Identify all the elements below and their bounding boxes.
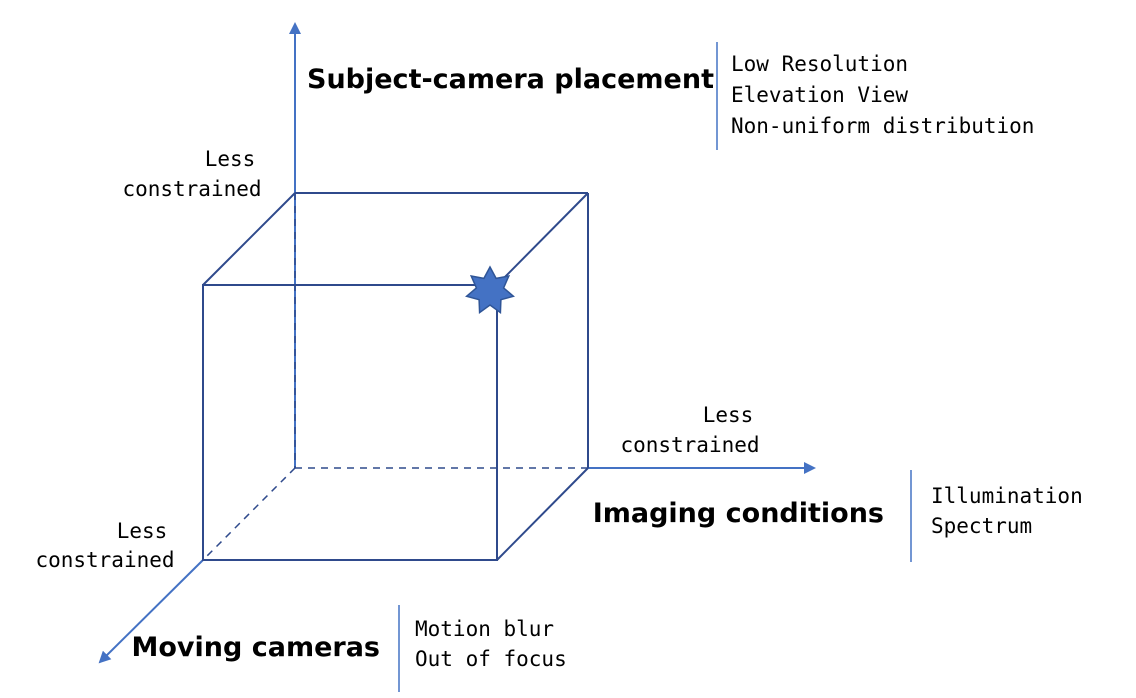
depth-factor-2: Out of focus bbox=[415, 647, 567, 671]
vertical-axis-title: Subject-camera placement bbox=[307, 64, 714, 95]
vertical-factor-2: Elevation View bbox=[731, 83, 908, 107]
horizontal-factor-1: Illumination bbox=[931, 484, 1083, 508]
vertical-factor-3: Non-uniform distribution bbox=[731, 114, 1034, 138]
depth-axis-less-label: Less bbox=[117, 519, 168, 543]
horizontal-axis-title: Imaging conditions bbox=[593, 498, 884, 529]
cube-edge-top-right bbox=[496, 192, 589, 286]
seven-point-star-icon bbox=[465, 265, 515, 315]
depth-axis bbox=[98, 559, 204, 664]
vertical-axis-constrained-label: constrained bbox=[122, 177, 261, 201]
cube-edge-bottom-right bbox=[496, 467, 589, 561]
axes bbox=[98, 22, 816, 664]
depth-axis-title: Moving cameras bbox=[132, 632, 381, 663]
vertical-factor-1: Low Resolution bbox=[731, 52, 908, 76]
horizontal-axis-less-label: Less bbox=[703, 403, 754, 427]
horizontal-axis-constrained-label: constrained bbox=[620, 433, 759, 457]
depth-factor-1: Motion blur bbox=[415, 617, 554, 641]
depth-axis-constrained-label: constrained bbox=[35, 548, 174, 572]
cube-edge-top-left bbox=[202, 192, 296, 286]
cube-front-face bbox=[202, 284, 498, 561]
cube bbox=[202, 192, 589, 561]
horizontal-factor-2: Spectrum bbox=[931, 514, 1032, 538]
cube-hidden-edge-depth bbox=[202, 467, 296, 561]
vertical-axis-less-label: Less bbox=[205, 147, 256, 171]
